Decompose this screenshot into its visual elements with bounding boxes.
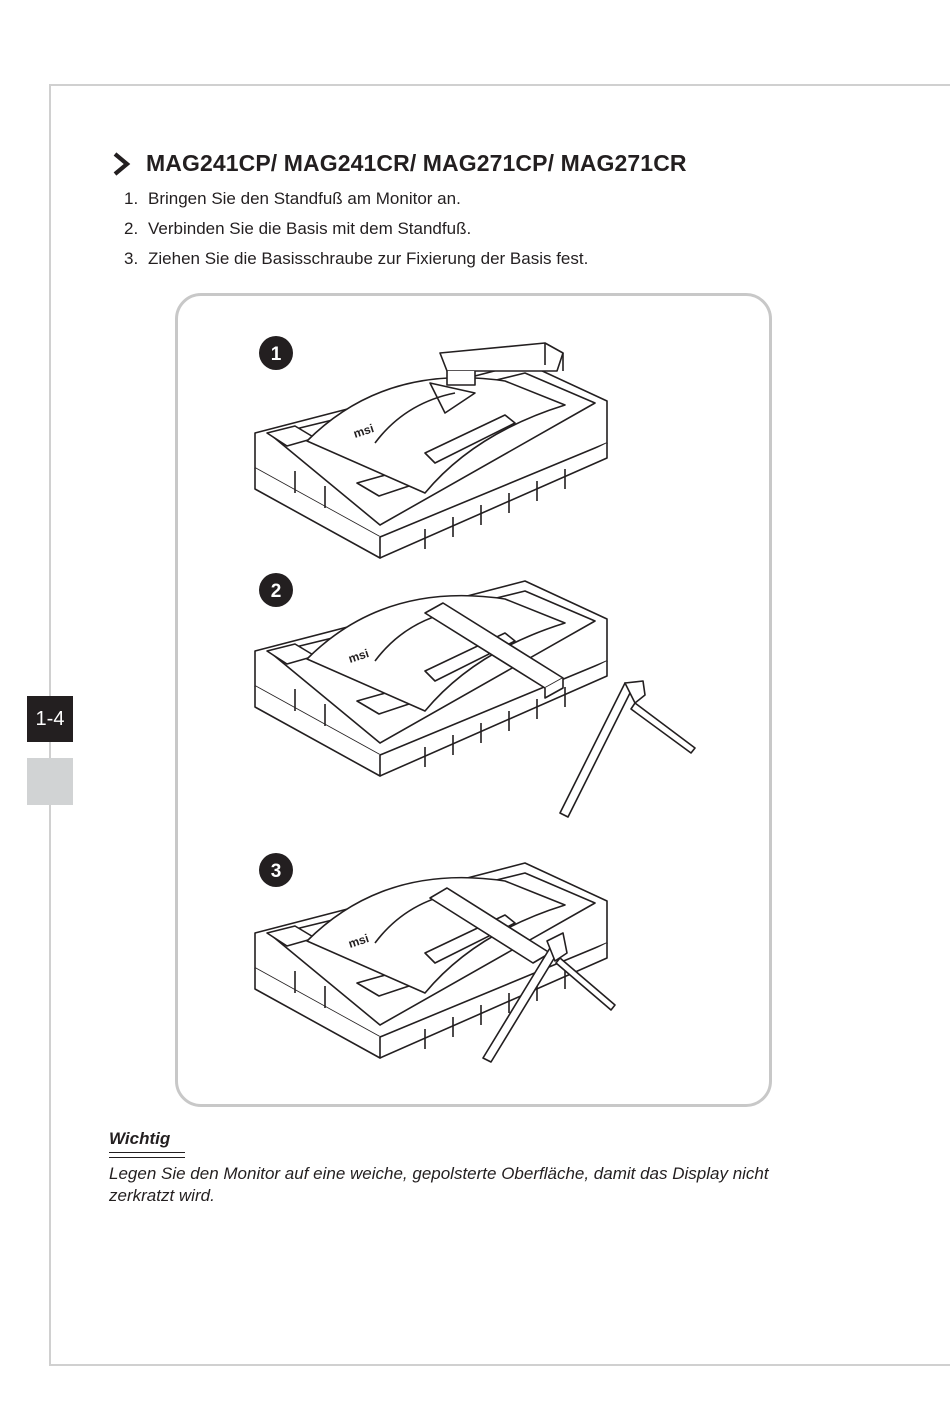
page-tab-spacer bbox=[27, 758, 73, 805]
brand-logo: msi bbox=[352, 421, 376, 441]
step-item: 3.Ziehen Sie die Basisschraube zur Fixie… bbox=[124, 249, 589, 268]
section-title: MAG241CP/ MAG241CR/ MAG271CP/ MAG271CR bbox=[146, 150, 687, 176]
note-underline bbox=[109, 1152, 185, 1153]
note-title: Wichtig bbox=[109, 1129, 171, 1148]
page-number: 1-4 bbox=[35, 707, 65, 730]
step-item: 2.Verbinden Sie die Basis mit dem Standf… bbox=[124, 219, 472, 238]
brand-logo: msi bbox=[347, 646, 371, 666]
step-badge-2 bbox=[259, 573, 293, 607]
chevron-right-icon bbox=[113, 151, 131, 176]
step-3-drawing: msi 3 bbox=[254, 853, 616, 1063]
step-badge-1 bbox=[259, 336, 293, 370]
step-badge-1-label: 1 bbox=[271, 344, 282, 365]
steps-list: 1.Bringen Sie den Standfuß am Monitor an… bbox=[124, 184, 588, 274]
brand-logo: msi bbox=[347, 931, 371, 951]
note-text: Legen Sie den Monitor auf eine weiche, g… bbox=[109, 1164, 769, 1205]
step-1-drawing: msi 1 bbox=[254, 336, 608, 559]
step-badge-2-label: 2 bbox=[271, 581, 282, 602]
step-item: 1.Bringen Sie den Standfuß am Monitor an… bbox=[124, 189, 461, 208]
page-frame-bottom bbox=[49, 1364, 950, 1366]
step-badge-3 bbox=[259, 853, 293, 887]
note-underline bbox=[109, 1157, 185, 1158]
section-heading: MAG241CP/ MAG241CR/ MAG271CP/ MAG271CR bbox=[112, 150, 687, 177]
assembly-illustration: msi 1 msi 2 msi 3 bbox=[254, 336, 696, 1063]
step-2-drawing: msi 2 bbox=[254, 573, 696, 818]
step-badge-3-label: 3 bbox=[271, 861, 282, 882]
illustration-frame bbox=[175, 293, 772, 1107]
page-frame-top bbox=[49, 84, 950, 86]
page-number-tab: 1-4 bbox=[27, 696, 73, 742]
